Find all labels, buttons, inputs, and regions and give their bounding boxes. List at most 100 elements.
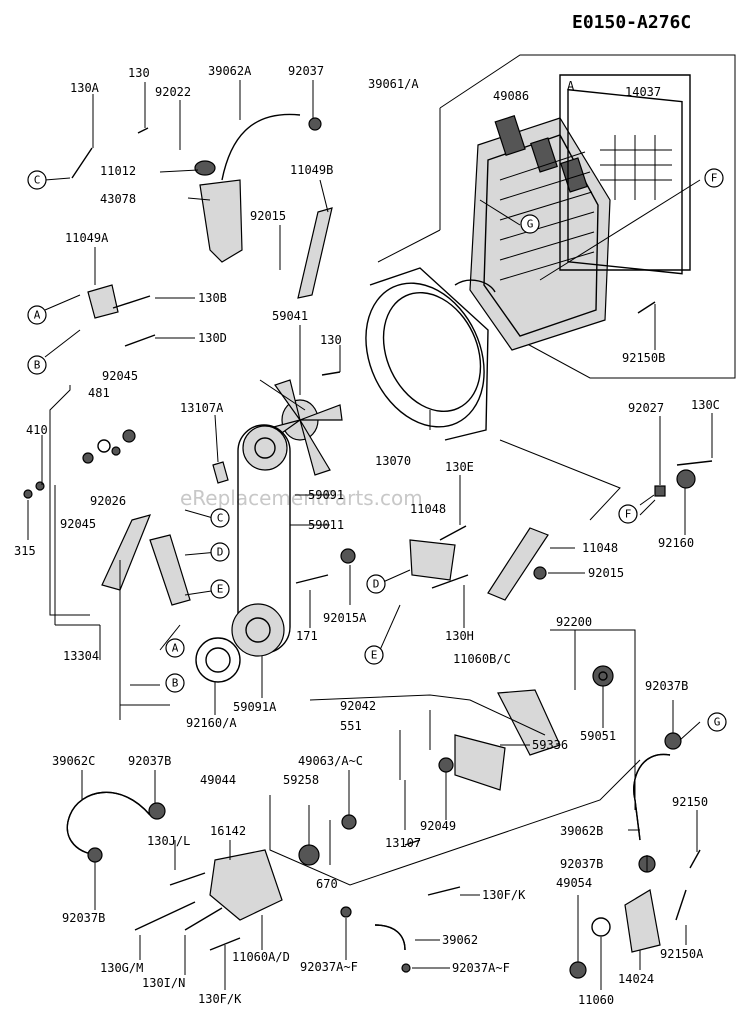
- label-130FK-bottom: 130F/K: [198, 992, 242, 1006]
- callout-E-right: E: [364, 645, 384, 665]
- label-670: 670: [316, 877, 338, 891]
- label-130H: 130H: [445, 629, 474, 643]
- svg-text:E: E: [217, 583, 224, 596]
- label-130A: 130A: [70, 81, 100, 95]
- callout-A-left: A: [27, 305, 47, 325]
- label-13304: 13304: [63, 649, 99, 663]
- label-59041: 59041: [272, 309, 308, 323]
- label-59091A: 59091A: [233, 700, 277, 714]
- label-11060BC: 11060B/C: [453, 652, 511, 666]
- label-13070: 13070: [375, 454, 411, 468]
- label-92200: 92200: [556, 615, 592, 629]
- gasket: [195, 637, 241, 683]
- svg-text:G: G: [714, 716, 721, 729]
- label-49063: 49063/A~C: [298, 754, 363, 768]
- label-92037AF-1: 92037A~F: [300, 960, 358, 974]
- label-11060: 11060: [578, 993, 614, 1007]
- label-130E: 130E: [445, 460, 474, 474]
- label-92150B: 92150B: [622, 351, 665, 365]
- label-39062C: 39062C: [52, 754, 95, 768]
- label-92150: 92150: [672, 795, 708, 809]
- water-pump-housing: [209, 665, 614, 921]
- label-130JL: 130J/L: [147, 834, 190, 848]
- callout-F-top: F: [704, 168, 724, 188]
- cooling-fan: [259, 379, 343, 476]
- callout-G-top: G: [520, 214, 540, 234]
- label-130-mid: 130: [320, 333, 342, 347]
- label-49044: 49044: [200, 773, 236, 787]
- label-59091: 59091: [308, 488, 344, 502]
- label-59011: 59011: [308, 518, 344, 532]
- label-92015-mid: 92015: [588, 566, 624, 580]
- svg-text:A: A: [34, 309, 41, 322]
- radiator-group-outline: [377, 54, 736, 379]
- label-11049A: 11049A: [65, 231, 109, 245]
- label-92022: 92022: [155, 85, 191, 99]
- svg-text:A: A: [172, 642, 179, 655]
- diagram-code: E0150-A276C: [572, 12, 691, 33]
- label-92042: 92042: [340, 699, 376, 713]
- callout-D-mid: D: [210, 542, 230, 562]
- label-92049: 92049: [420, 819, 456, 833]
- callout-A-bot: A: [165, 638, 185, 658]
- callout-C-mid: C: [210, 508, 230, 528]
- label-92037B-left: 92037B: [128, 754, 171, 768]
- callout-letter-circles: C F G A B C D E A B F D: [27, 168, 727, 732]
- label-11048-a: 11048: [410, 502, 446, 516]
- callout-E-mid: E: [210, 579, 230, 599]
- fan-belt-and-pulleys: [231, 424, 291, 657]
- label-92045-top: 92045: [102, 369, 138, 383]
- label-410: 410: [26, 423, 48, 437]
- label-92160: 92160: [658, 536, 694, 550]
- alternator-brackets: [101, 461, 229, 606]
- label-59336: 59336: [532, 738, 568, 752]
- label-92037: 92037: [288, 64, 324, 78]
- label-39062: 39062: [442, 933, 478, 947]
- label-16142: 16142: [210, 824, 246, 838]
- label-92015-top: 92015: [250, 209, 286, 223]
- label-130GM: 130G/M: [100, 961, 143, 975]
- label-92037B-bottomleft: 92037B: [62, 911, 105, 925]
- label-92150A: 92150A: [660, 947, 704, 961]
- label-14024: 14024: [618, 972, 654, 986]
- label-130B: 130B: [198, 291, 227, 305]
- label-315: 315: [14, 544, 36, 558]
- label-551: 551: [340, 719, 362, 733]
- label-59258: 59258: [283, 773, 319, 787]
- svg-text:D: D: [373, 578, 380, 591]
- label-39062A: 39062A: [208, 64, 252, 78]
- label-92037B-right: 92037B: [645, 679, 688, 693]
- brackets-right: [409, 527, 549, 601]
- fan-shroud: [365, 267, 489, 441]
- svg-text:G: G: [527, 218, 534, 231]
- label-171: 171: [296, 629, 318, 643]
- callout-C-top: C: [27, 170, 47, 190]
- label-92026: 92026: [90, 494, 126, 508]
- watermark: eReplacementParts.com: [180, 486, 423, 510]
- label-11012: 11012: [100, 164, 136, 178]
- hoses: [66, 753, 671, 951]
- callout-B-left: B: [27, 355, 47, 375]
- svg-text:C: C: [34, 174, 41, 187]
- label-130: 130: [128, 66, 150, 80]
- label-130D: 130D: [198, 331, 227, 345]
- label-13107A: 13107A: [180, 401, 224, 415]
- callout-B-bot: B: [165, 673, 185, 693]
- label-11049B: 11049B: [290, 163, 333, 177]
- label-14037: 14037: [625, 85, 661, 99]
- svg-text:D: D: [217, 546, 224, 559]
- svg-text:C: C: [217, 512, 224, 525]
- svg-text:B: B: [172, 677, 179, 690]
- part-number-labels: 130A 130 92022 39062A 92037 39061/A 4908…: [14, 64, 720, 1007]
- label-130C: 130C: [691, 398, 720, 412]
- svg-text:F: F: [711, 172, 718, 185]
- label-92160A: 92160/A: [186, 716, 237, 730]
- group-bracket-lines: [49, 385, 641, 886]
- label-43078: 43078: [100, 192, 136, 206]
- callout-F-right: F: [618, 504, 638, 524]
- label-39062B: 39062B: [560, 824, 603, 838]
- label-130IN: 130I/N: [142, 976, 185, 990]
- label-130FK-right: 130F/K: [482, 888, 526, 902]
